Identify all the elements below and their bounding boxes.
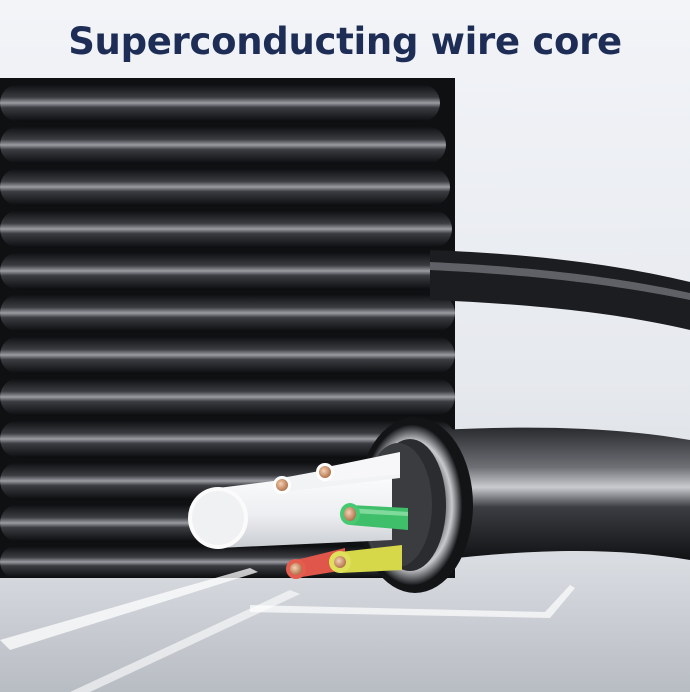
cable-cross-section-image (188, 417, 473, 593)
headline-text: Superconducting wire core (68, 20, 622, 63)
